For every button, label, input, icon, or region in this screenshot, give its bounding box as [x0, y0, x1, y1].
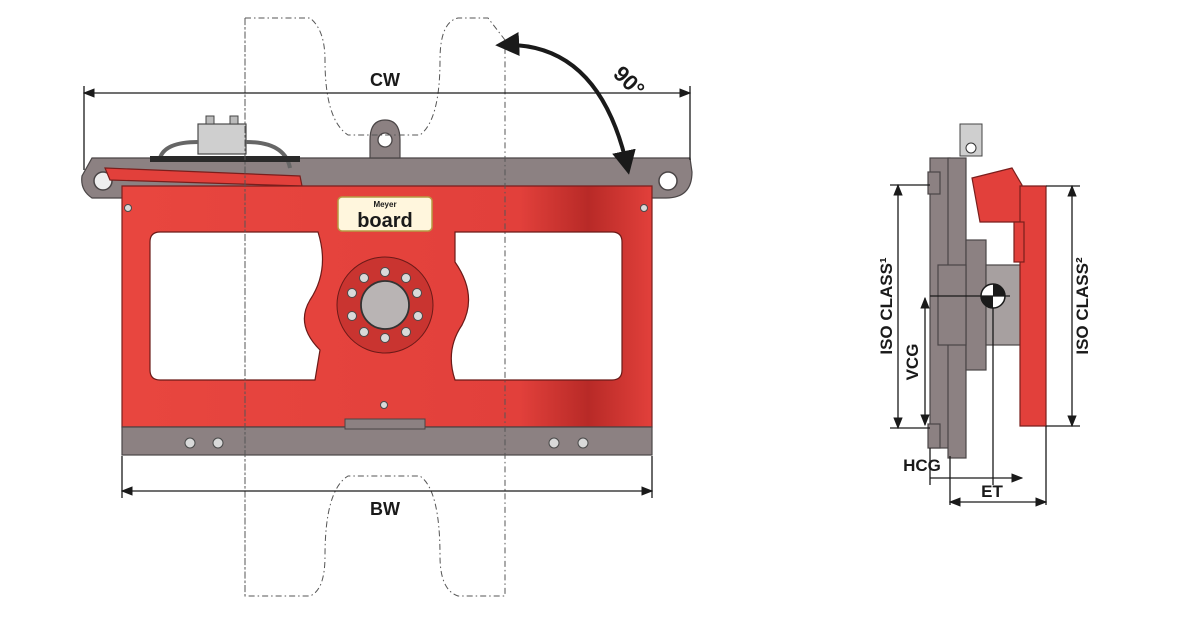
angle-label: 90°: [608, 61, 649, 102]
hcg-label: HCG: [903, 456, 941, 475]
rotary-bearing: [336, 256, 434, 354]
hydraulic-valve-block: [150, 115, 300, 169]
mount-hole-right: [658, 171, 678, 191]
side-cylinder: [971, 167, 1023, 223]
window-left: [149, 231, 324, 381]
side-view: ISO CLASS¹ VCG ISO CLASS² HCG ET: [877, 123, 1092, 507]
logo-product-text: board: [357, 210, 413, 232]
bottom-fork-bar: [121, 426, 653, 456]
brand-logo: Meyer board: [337, 196, 433, 232]
bw-label: BW: [370, 499, 400, 519]
cw-label: CW: [370, 70, 400, 90]
lifting-eye: [369, 119, 401, 159]
iso-class-1-label: ISO CLASS¹: [877, 257, 896, 355]
vcg-label: VCG: [903, 344, 922, 381]
rotation-hub: [965, 239, 987, 371]
rotated-position-outline: [244, 17, 506, 597]
et-label: ET: [981, 482, 1003, 501]
window-right: [450, 231, 623, 381]
pivot-pin: [93, 171, 113, 191]
iso-class-2-label: ISO CLASS²: [1073, 257, 1092, 355]
logo-brand-text: Meyer: [373, 200, 396, 209]
rotation-arrow: [495, 32, 636, 175]
front-view: Meyer board CW BW 90°: [81, 17, 693, 597]
